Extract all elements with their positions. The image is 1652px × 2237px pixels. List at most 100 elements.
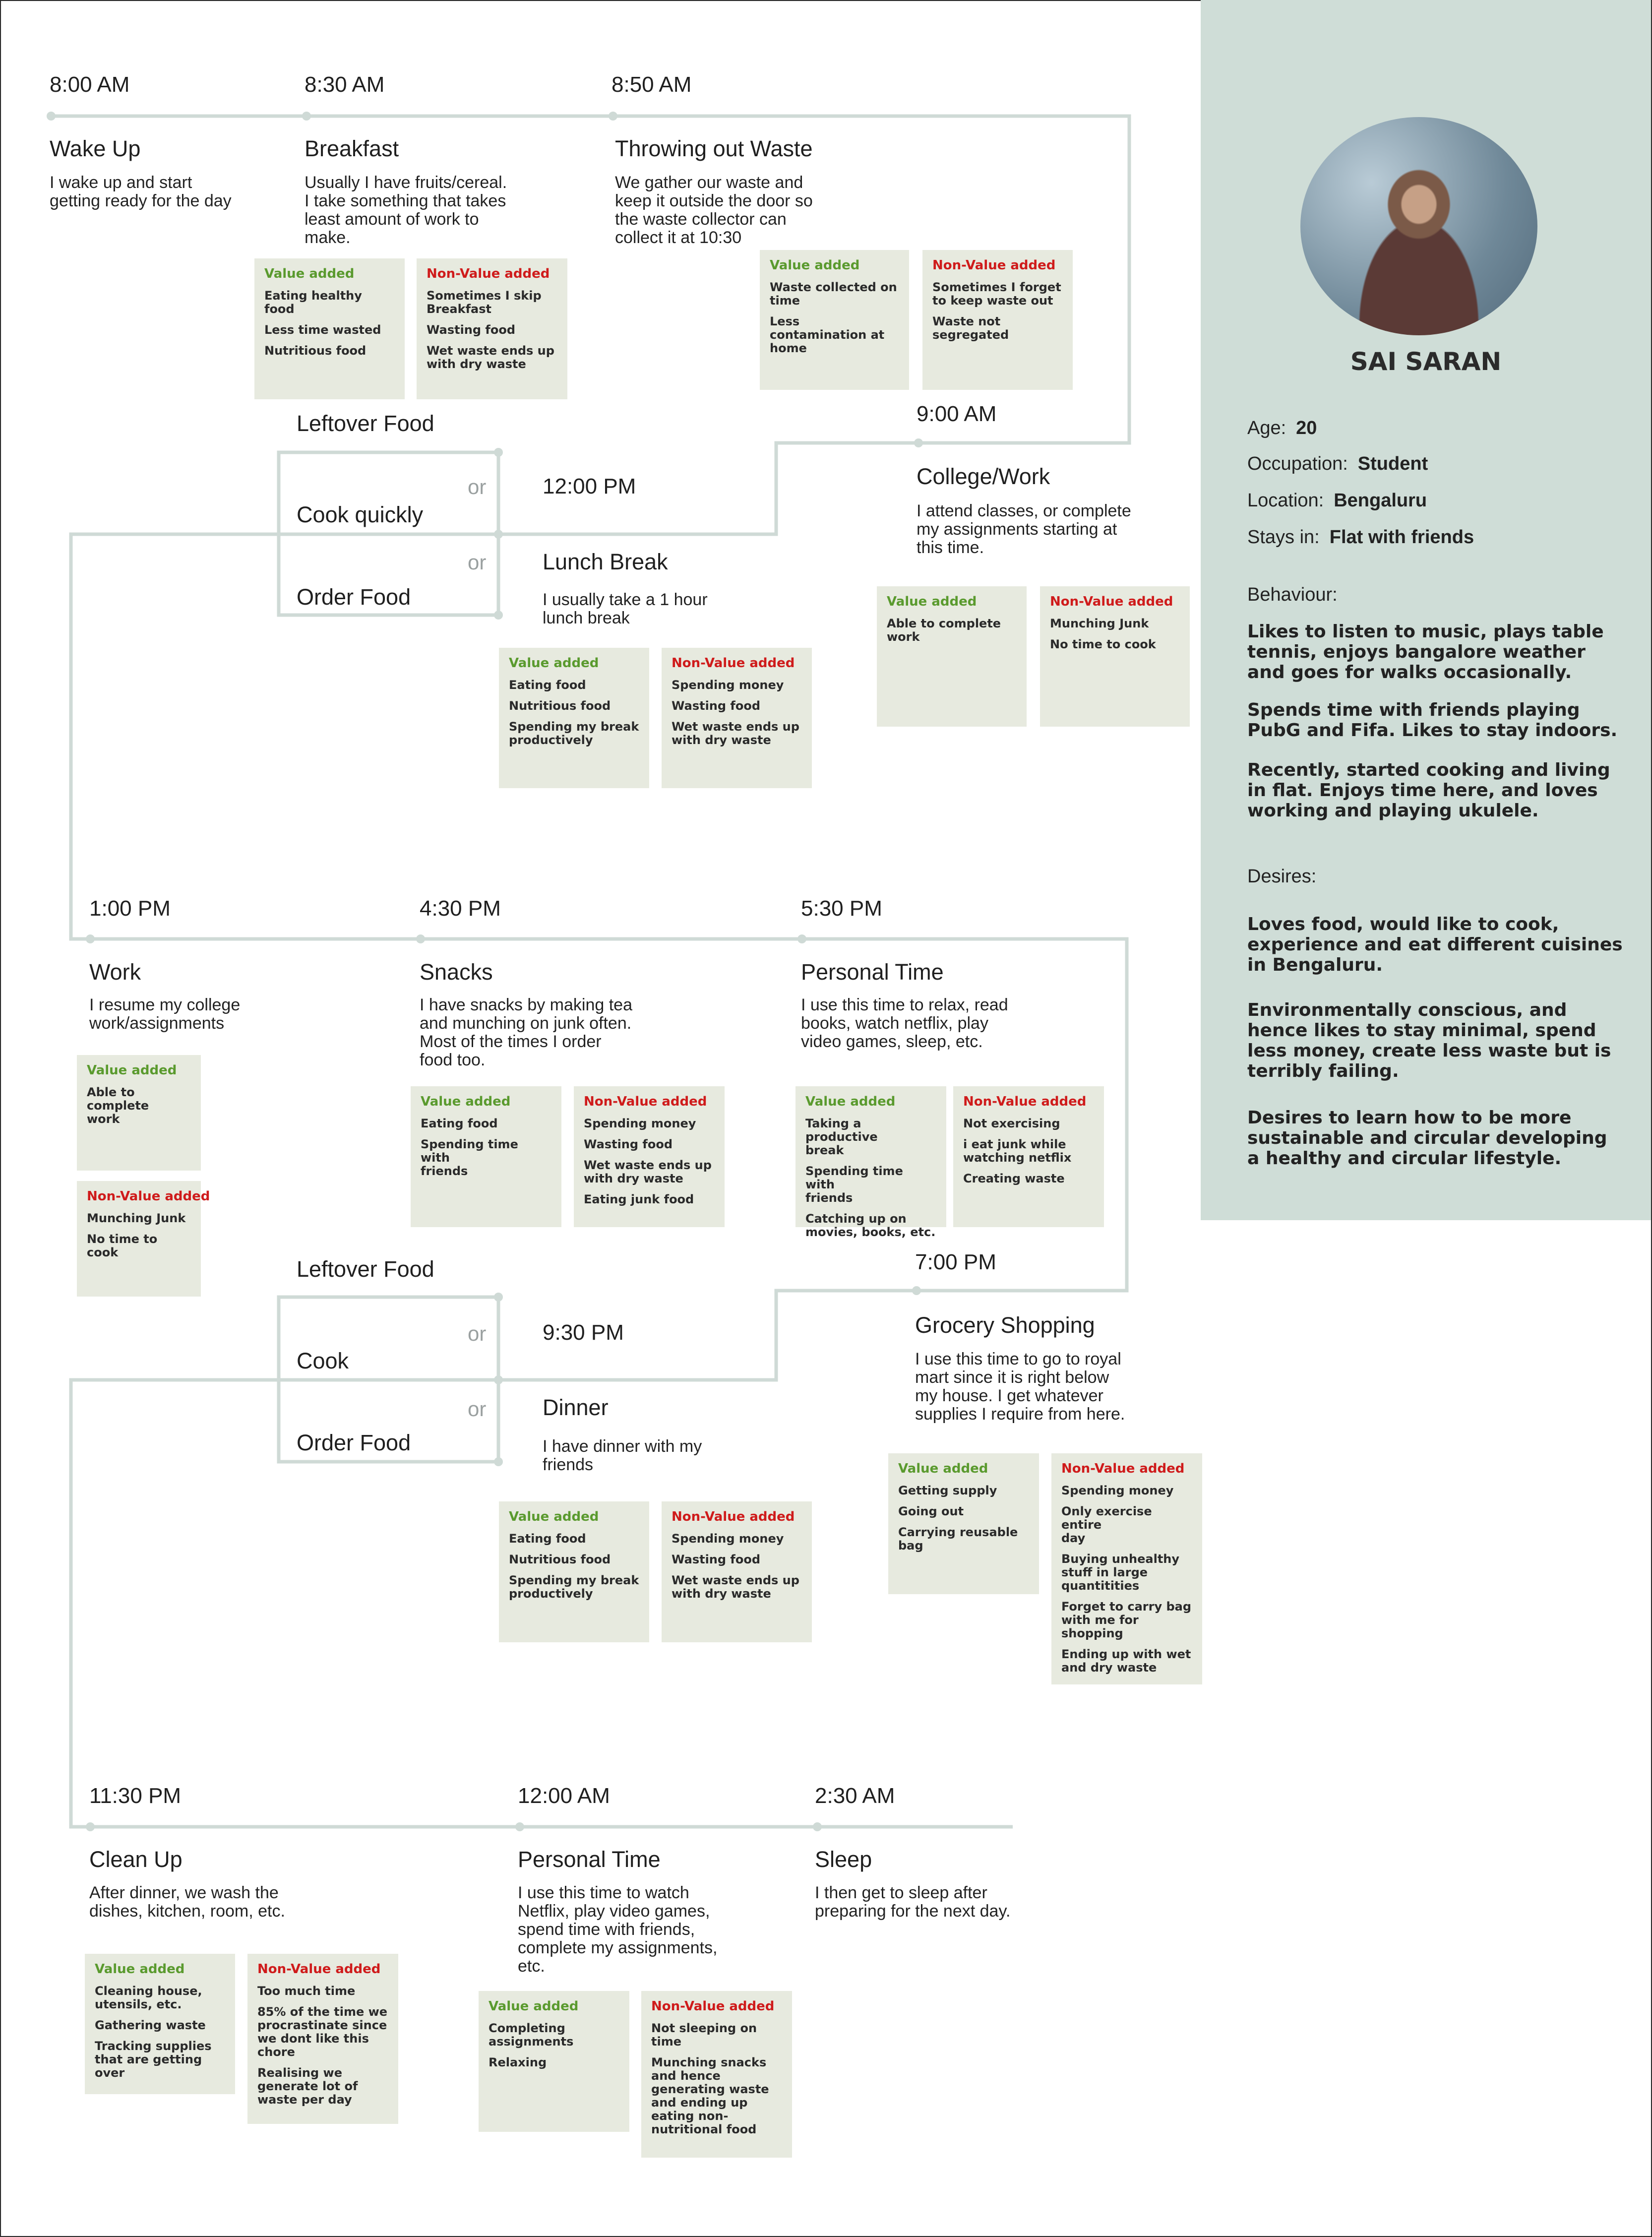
note-item: Spending money: [672, 678, 784, 692]
event-description: I use this time to relax, read books, wa…: [801, 995, 1008, 1051]
note-heading: Non-Value added: [1050, 594, 1173, 609]
note-item: i eat junk while watching netflix: [963, 1137, 1072, 1165]
event-description: I have dinner with my friends: [543, 1437, 702, 1474]
non-value-added-note: Non-Value added Spending money Wasting f…: [662, 1501, 812, 1642]
event-description: I usually take a 1 hour lunch break: [543, 590, 708, 627]
note-heading: Value added: [264, 266, 355, 281]
value-added-note: Value added Eating food Spending time wi…: [411, 1086, 561, 1227]
choice-or: or: [468, 1397, 487, 1421]
non-value-added-note: Non-Value added Sometimes I skip Breakfa…: [417, 258, 567, 399]
note-item: Eating healthy food: [264, 289, 362, 316]
note-heading: Value added: [509, 1509, 599, 1524]
note-item: Spending my break productively: [509, 1573, 639, 1601]
event-title: Clean Up: [89, 1847, 183, 1872]
note-heading: Value added: [421, 1094, 511, 1109]
note-item: Spending money: [584, 1117, 696, 1130]
event-time: 5:30 PM: [801, 896, 882, 921]
non-value-added-note: Non-Value added Not exercising i eat jun…: [953, 1086, 1104, 1227]
note-item: Wet waste ends up with dry waste: [672, 1573, 799, 1601]
note-item: Able to complete work: [887, 617, 1001, 644]
desires-paragraph: Environmentally conscious, and hence lik…: [1247, 1000, 1611, 1081]
note-item: Wet waste ends up with dry waste: [584, 1158, 712, 1185]
note-heading: Value added: [887, 594, 977, 609]
location-label: Location:: [1247, 490, 1324, 511]
event-title: Dinner: [543, 1395, 609, 1420]
note-item: Eating junk food: [584, 1192, 694, 1206]
note-heading: Non-Value added: [963, 1094, 1087, 1109]
note-item: Able to complete work: [87, 1085, 149, 1126]
note-item: Ending up with wet and dry waste: [1061, 1647, 1191, 1675]
event-description: I then get to sleep after preparing for …: [815, 1883, 1011, 1921]
event-time: 12:00 AM: [518, 1784, 610, 1808]
behaviour-paragraph: Recently, started cooking and living in …: [1247, 760, 1610, 821]
note-item: Realising we generate lot of waste per d…: [257, 2066, 358, 2107]
location-value: Bengaluru: [1334, 490, 1427, 511]
note-item: Wet waste ends up with dry waste: [672, 720, 799, 747]
non-value-added-note: Non-Value added Too much time 85% of the…: [247, 1954, 398, 2124]
note-item: Tracking supplies that are getting over: [95, 2039, 212, 2080]
event-description: I use this time to go to royal mart sinc…: [915, 1350, 1125, 1424]
desires-heading: Desires:: [1247, 866, 1317, 887]
behaviour-paragraph: Spends time with friends playing PubG an…: [1247, 700, 1618, 741]
non-value-added-note: Non-Value added Munching Junk No time to…: [1040, 586, 1190, 727]
note-item: Waste collected on time: [770, 280, 897, 308]
note-heading: Non-Value added: [427, 266, 550, 281]
note-item: Nutritious food: [509, 1553, 611, 1566]
note-heading: Non-Value added: [584, 1094, 707, 1109]
note-item: Catching up on movies, books, etc.: [805, 1212, 936, 1239]
note-item: Completing assignments: [489, 2021, 574, 2049]
stays-value: Flat with friends: [1329, 527, 1474, 548]
note-heading: Non-Value added: [87, 1189, 210, 1204]
desires-paragraph: Loves food, would like to cook, experien…: [1247, 914, 1623, 975]
event-time: 11:30 PM: [89, 1784, 182, 1808]
note-heading: Non-Value added: [651, 1999, 775, 2014]
note-item: Sometimes I skip Breakfast: [427, 289, 542, 316]
note-heading: Non-Value added: [257, 1962, 381, 1977]
note-heading: Value added: [898, 1461, 988, 1476]
event-time: 12:00 PM: [543, 474, 636, 498]
value-added-note: Value added Cleaning house, utensils, et…: [85, 1954, 235, 2094]
note-item: Not sleeping on time: [651, 2021, 757, 2049]
choice-leftover-food: Leftover Food: [297, 411, 434, 436]
note-item: Spending time with friends: [421, 1137, 518, 1178]
note-heading: Non-Value added: [672, 1509, 795, 1524]
event-time: 9:30 PM: [543, 1320, 624, 1345]
note-item: Only exercise entire day: [1061, 1504, 1152, 1545]
note-heading: Non-Value added: [932, 258, 1056, 273]
note-item: Spending time with friends: [805, 1164, 903, 1205]
choice-or: or: [468, 551, 487, 574]
note-item: Relaxing: [489, 2055, 547, 2069]
note-item: Nutritious food: [264, 344, 367, 358]
note-heading: Non-Value added: [672, 656, 795, 671]
note-item: Wasting food: [584, 1137, 673, 1151]
value-added-note: Value added Able to complete work: [77, 1055, 201, 1171]
value-added-note: Value added Completing assignments Relax…: [479, 1991, 629, 2132]
note-item: Spending my break productively: [509, 720, 639, 747]
non-value-added-note: Non-Value added Sometimes I forget to ke…: [922, 250, 1073, 390]
note-item: Wasting food: [672, 699, 761, 713]
note-item: Nutritious food: [509, 699, 611, 713]
event-title: Personal Time: [518, 1847, 661, 1872]
event-description: I resume my college work/assignments: [89, 995, 241, 1033]
note-item: Less time wasted: [264, 323, 381, 337]
persona-location: Location: Bengaluru: [1247, 490, 1427, 511]
event-time: 8:50 AM: [612, 72, 692, 97]
choice-or: or: [468, 475, 487, 498]
non-value-added-note: Non-Value added Munching Junk No time to…: [77, 1181, 210, 1297]
avatar: [1300, 117, 1537, 335]
event-time: 8:00 AM: [50, 72, 130, 97]
note-item: Going out: [898, 1504, 964, 1518]
event-title: Snacks: [420, 959, 493, 985]
note-item: Eating food: [509, 1532, 586, 1546]
note-item: Munching snacks and hence generating was…: [651, 2055, 769, 2136]
non-value-added-note: Non-Value added Spending money Wasting f…: [574, 1086, 725, 1227]
occupation-label: Occupation:: [1247, 453, 1348, 474]
choice-order-food: Order Food: [297, 1430, 411, 1455]
value-added-note: Value added Getting supply Going out Car…: [888, 1453, 1039, 1594]
note-item: Waste not segregated: [932, 314, 1009, 342]
event-time: 9:00 AM: [917, 402, 997, 426]
event-description: I have snacks by making tea and munching…: [420, 995, 633, 1069]
desires-paragraph: Desires to learn how to be more sustaina…: [1247, 1108, 1607, 1169]
note-item: Cleaning house, utensils, etc.: [95, 1984, 202, 2011]
choice-order-food: Order Food: [297, 584, 411, 610]
